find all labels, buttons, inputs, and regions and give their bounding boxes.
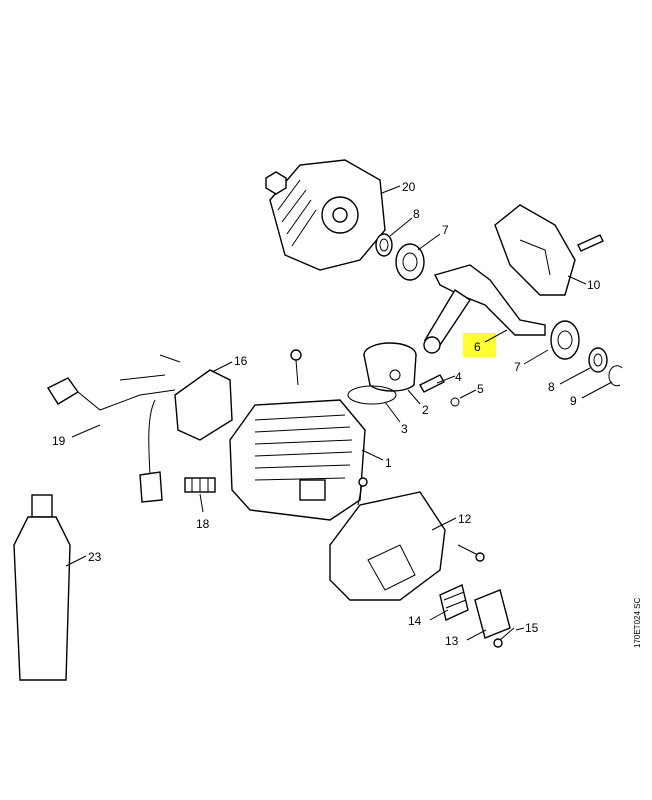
callout-14[interactable]: 14 bbox=[408, 614, 422, 628]
callout-20[interactable]: 20 bbox=[402, 180, 416, 194]
part-6-crankshaft[interactable] bbox=[423, 264, 546, 354]
part-1-cylinder[interactable] bbox=[229, 349, 368, 521]
part-5-circlip[interactable] bbox=[450, 397, 460, 407]
part-12-muffler[interactable] bbox=[329, 491, 485, 601]
callout-4[interactable]: 4 bbox=[455, 370, 462, 384]
highlight-box bbox=[463, 333, 496, 357]
part-4-piston-pin[interactable] bbox=[419, 374, 445, 393]
part-20-housing[interactable] bbox=[265, 159, 386, 271]
part-3-piston-ring[interactable] bbox=[347, 385, 397, 405]
callout-18[interactable]: 18 bbox=[196, 517, 210, 531]
callouts: 20 8 7 10 6 7 8 9 16 4 5 2 3 19 1 12 18 … bbox=[52, 180, 613, 648]
callout-16[interactable]: 16 bbox=[234, 354, 248, 368]
callout-6[interactable]: 6 bbox=[474, 340, 481, 354]
part-13-cover[interactable] bbox=[474, 589, 511, 639]
part-19-short-circuit-wire[interactable] bbox=[46, 374, 176, 411]
callout-3[interactable]: 3 bbox=[401, 422, 408, 436]
part-8-seal-lower[interactable] bbox=[588, 347, 608, 373]
drawing-code: 170ET024 SC bbox=[633, 598, 642, 648]
callout-12[interactable]: 12 bbox=[458, 512, 472, 526]
callout-8-lower[interactable]: 8 bbox=[548, 380, 555, 394]
callout-19[interactable]: 19 bbox=[52, 434, 66, 448]
callout-8[interactable]: 8 bbox=[413, 207, 420, 221]
callout-1[interactable]: 1 bbox=[385, 456, 392, 470]
callout-23[interactable]: 23 bbox=[88, 550, 102, 564]
callout-7[interactable]: 7 bbox=[442, 223, 449, 237]
part-10-crankcase[interactable] bbox=[494, 204, 604, 296]
part-7-bearing[interactable] bbox=[395, 243, 425, 281]
part-9-circlip[interactable] bbox=[608, 365, 623, 387]
part-18-spark-plug[interactable] bbox=[184, 477, 216, 493]
callout-10[interactable]: 10 bbox=[587, 278, 601, 292]
callout-7-lower[interactable]: 7 bbox=[514, 360, 521, 374]
part-16-ignition-module[interactable] bbox=[139, 354, 233, 503]
part-23-grease-tube[interactable] bbox=[13, 494, 71, 681]
callout-5[interactable]: 5 bbox=[477, 382, 484, 396]
callout-9[interactable]: 9 bbox=[570, 394, 577, 408]
callout-2[interactable]: 2 bbox=[422, 403, 429, 417]
part-14-spark-screen[interactable] bbox=[439, 584, 469, 621]
callout-15[interactable]: 15 bbox=[525, 621, 539, 635]
part-15-screw[interactable] bbox=[493, 627, 515, 648]
callout-13[interactable]: 13 bbox=[445, 634, 459, 648]
part-7-bearing-lower[interactable] bbox=[550, 320, 580, 360]
part-2-piston[interactable] bbox=[363, 342, 417, 392]
part-8-seal[interactable] bbox=[375, 233, 393, 257]
